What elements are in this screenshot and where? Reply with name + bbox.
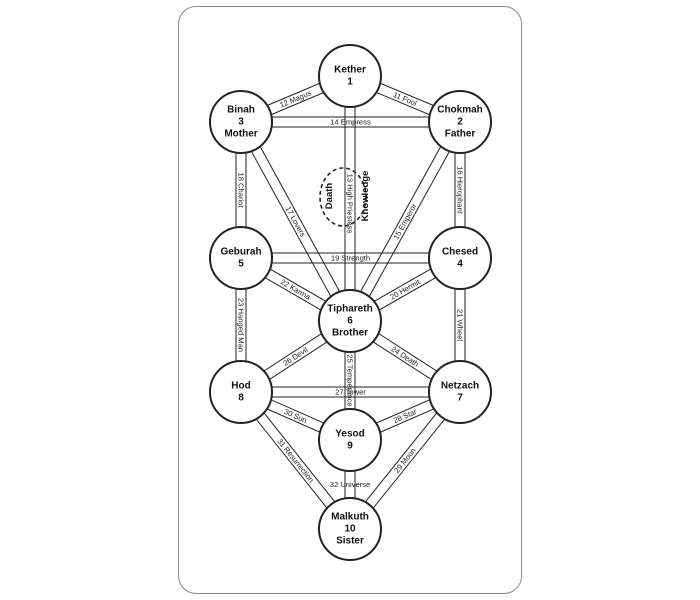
path-label-16-hierophant: 16 Hierophant: [456, 166, 465, 215]
path-label-25-temperance: 25 Temperance: [346, 354, 355, 406]
sephirah-circle-chokmah: [428, 90, 492, 154]
daath-ellipse: [319, 167, 367, 227]
path-line-17-lovers-a: [236, 124, 347, 324]
sephirah-malkuth-line-0: Malkuth: [331, 512, 369, 523]
path-label-18-chariot: 18 Chariot: [237, 172, 246, 208]
path-line-15-emperor-a: [345, 119, 457, 319]
sephirah-circle-chesed: [428, 226, 492, 290]
sephirah-circle-hod: [209, 360, 273, 424]
sephirah-binah-line-1: 3: [238, 117, 244, 128]
path-label-23-hanged-man: 23 Hanged Man: [237, 298, 246, 352]
knowledge-label: Knowledge: [360, 171, 371, 222]
sephirah-tiphareth-line-2: Brother: [332, 328, 368, 339]
sephirah-malkuth-line-2: Sister: [336, 536, 364, 547]
sephirah-binah-line-0: Binah: [227, 105, 255, 116]
sephirah-geburah-line-0: Geburah: [220, 247, 261, 258]
path-label-30-sun: 30 Sun: [283, 407, 309, 425]
sephirah-kether-line-0: Kether: [334, 65, 366, 76]
sephirah-hod-line-1: 8: [238, 393, 244, 404]
sephirah-chesed-line-0: Chesed: [442, 247, 478, 258]
path-label-24-death: 24 Death: [390, 344, 421, 368]
sephirah-geburah-line-1: 5: [238, 259, 244, 270]
sephirah-tiphareth-line-0: Tiphareth: [327, 304, 372, 315]
sephirah-netzach-line-1: 7: [457, 393, 463, 404]
path-label-13-high-priestess: 13 High Priestess: [346, 174, 355, 234]
sephirah-yesod-line-1: 9: [347, 441, 353, 452]
path-label-11-fool: 11 Fool: [392, 90, 419, 108]
sephirah-binah-line-2: Mother: [224, 129, 257, 140]
sephirah-chokmah-line-2: Father: [445, 129, 476, 140]
path-label-22-karma: 22 Karma: [279, 277, 313, 302]
sephirah-hod-line-0: Hod: [231, 381, 250, 392]
sephirah-circle-netzach: [428, 360, 492, 424]
path-line-15-emperor-b: [353, 124, 465, 324]
path-label-31-resurrection: 31 Resurrection: [275, 437, 315, 485]
path-line-17-lovers-b: [244, 119, 355, 319]
path-label-17-lovers: 17 Lovers: [284, 205, 308, 239]
path-label-15-emperor: 15 Emperor: [391, 202, 418, 241]
path-label-21-wheel: 21 Wheel: [456, 309, 465, 341]
sephirah-netzach-line-0: Netzach: [441, 381, 479, 392]
daath-group: Daath Knowledge: [319, 167, 371, 227]
sephirah-chokmah-line-1: 2: [457, 117, 463, 128]
sephirah-kether-line-1: 1: [347, 77, 353, 88]
sephirah-circle-geburah: [209, 226, 273, 290]
sephirah-tiphareth-line-1: 6: [347, 316, 353, 327]
path-label-32-universe: 32 Universe: [330, 480, 371, 489]
sephirah-chokmah-line-0: Chokmah: [437, 105, 483, 116]
path-label-28-star: 28 Star: [392, 407, 418, 425]
sephirah-circle-malkuth: [318, 497, 382, 561]
sephirah-yesod-line-0: Yesod: [335, 429, 364, 440]
path-label-29-moon: 29 Moon: [392, 446, 418, 475]
path-label-19-strength: 19 Strength: [331, 254, 370, 263]
path-label-14-empress: 14 Empress: [330, 118, 371, 127]
path-label-20-hermit: 20 Hermit: [388, 277, 422, 302]
daath-label: Daath: [324, 183, 335, 210]
path-label-27-tower: 27 Tower: [335, 388, 366, 397]
sephirah-circle-yesod: [318, 408, 382, 472]
sephirah-circle-tiphareth: [318, 289, 382, 353]
sephirah-circle-binah: [209, 90, 273, 154]
sephirah-chesed-line-1: 4: [457, 259, 463, 270]
sephirah-malkuth-line-1: 10: [344, 524, 356, 535]
sephirah-circle-kether: [318, 44, 382, 108]
